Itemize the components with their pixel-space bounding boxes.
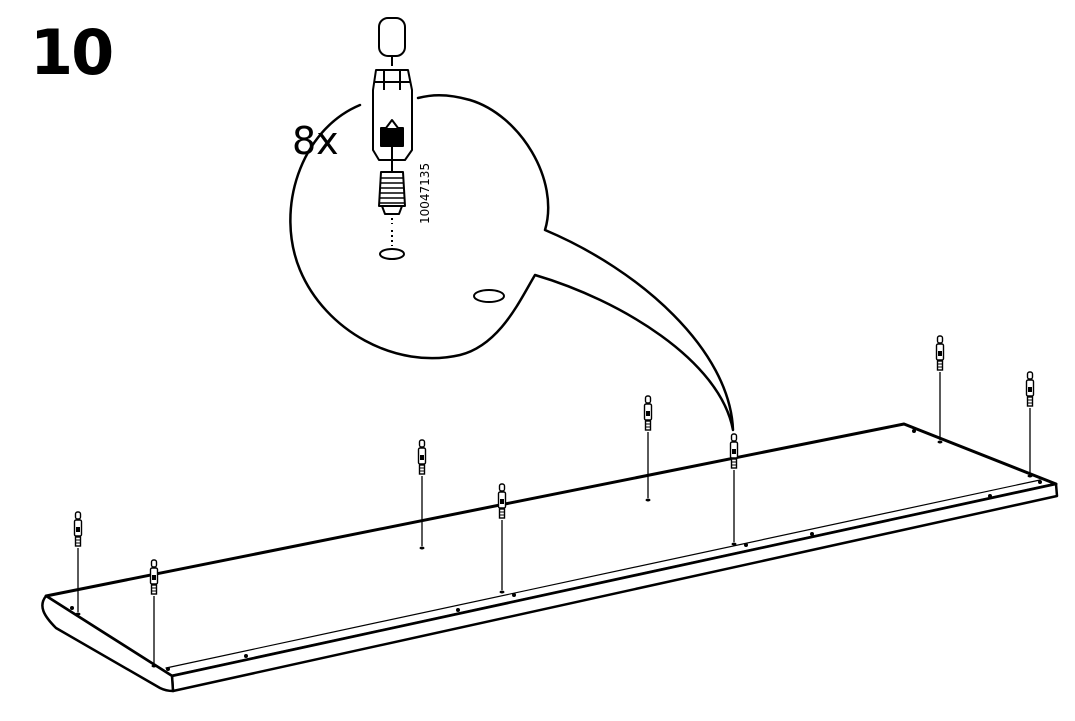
- callout-bubble: [289, 94, 735, 432]
- callout-outline: [289, 94, 735, 432]
- dowel: [1025, 371, 1035, 478]
- dowel: [729, 433, 739, 546]
- dowel-detail: [372, 17, 413, 246]
- hole-target-small: [379, 248, 405, 260]
- step-number: 10: [30, 16, 114, 89]
- board-bevel-line: [165, 479, 1041, 669]
- board-panel: [41, 422, 1059, 693]
- board-top-face: [44, 422, 1058, 678]
- dowel: [149, 559, 159, 668]
- board-left-end: [41, 594, 175, 693]
- part-number: 10047135: [418, 162, 432, 224]
- hole-target-large: [473, 289, 505, 303]
- dowel-set: [73, 335, 1035, 668]
- dowel: [935, 335, 945, 444]
- quantity-label: 8x: [292, 119, 339, 163]
- dowel: [643, 395, 653, 502]
- dowel: [417, 439, 427, 550]
- edge-holes: [70, 429, 1042, 671]
- dowel: [497, 483, 507, 594]
- dowel: [73, 511, 83, 616]
